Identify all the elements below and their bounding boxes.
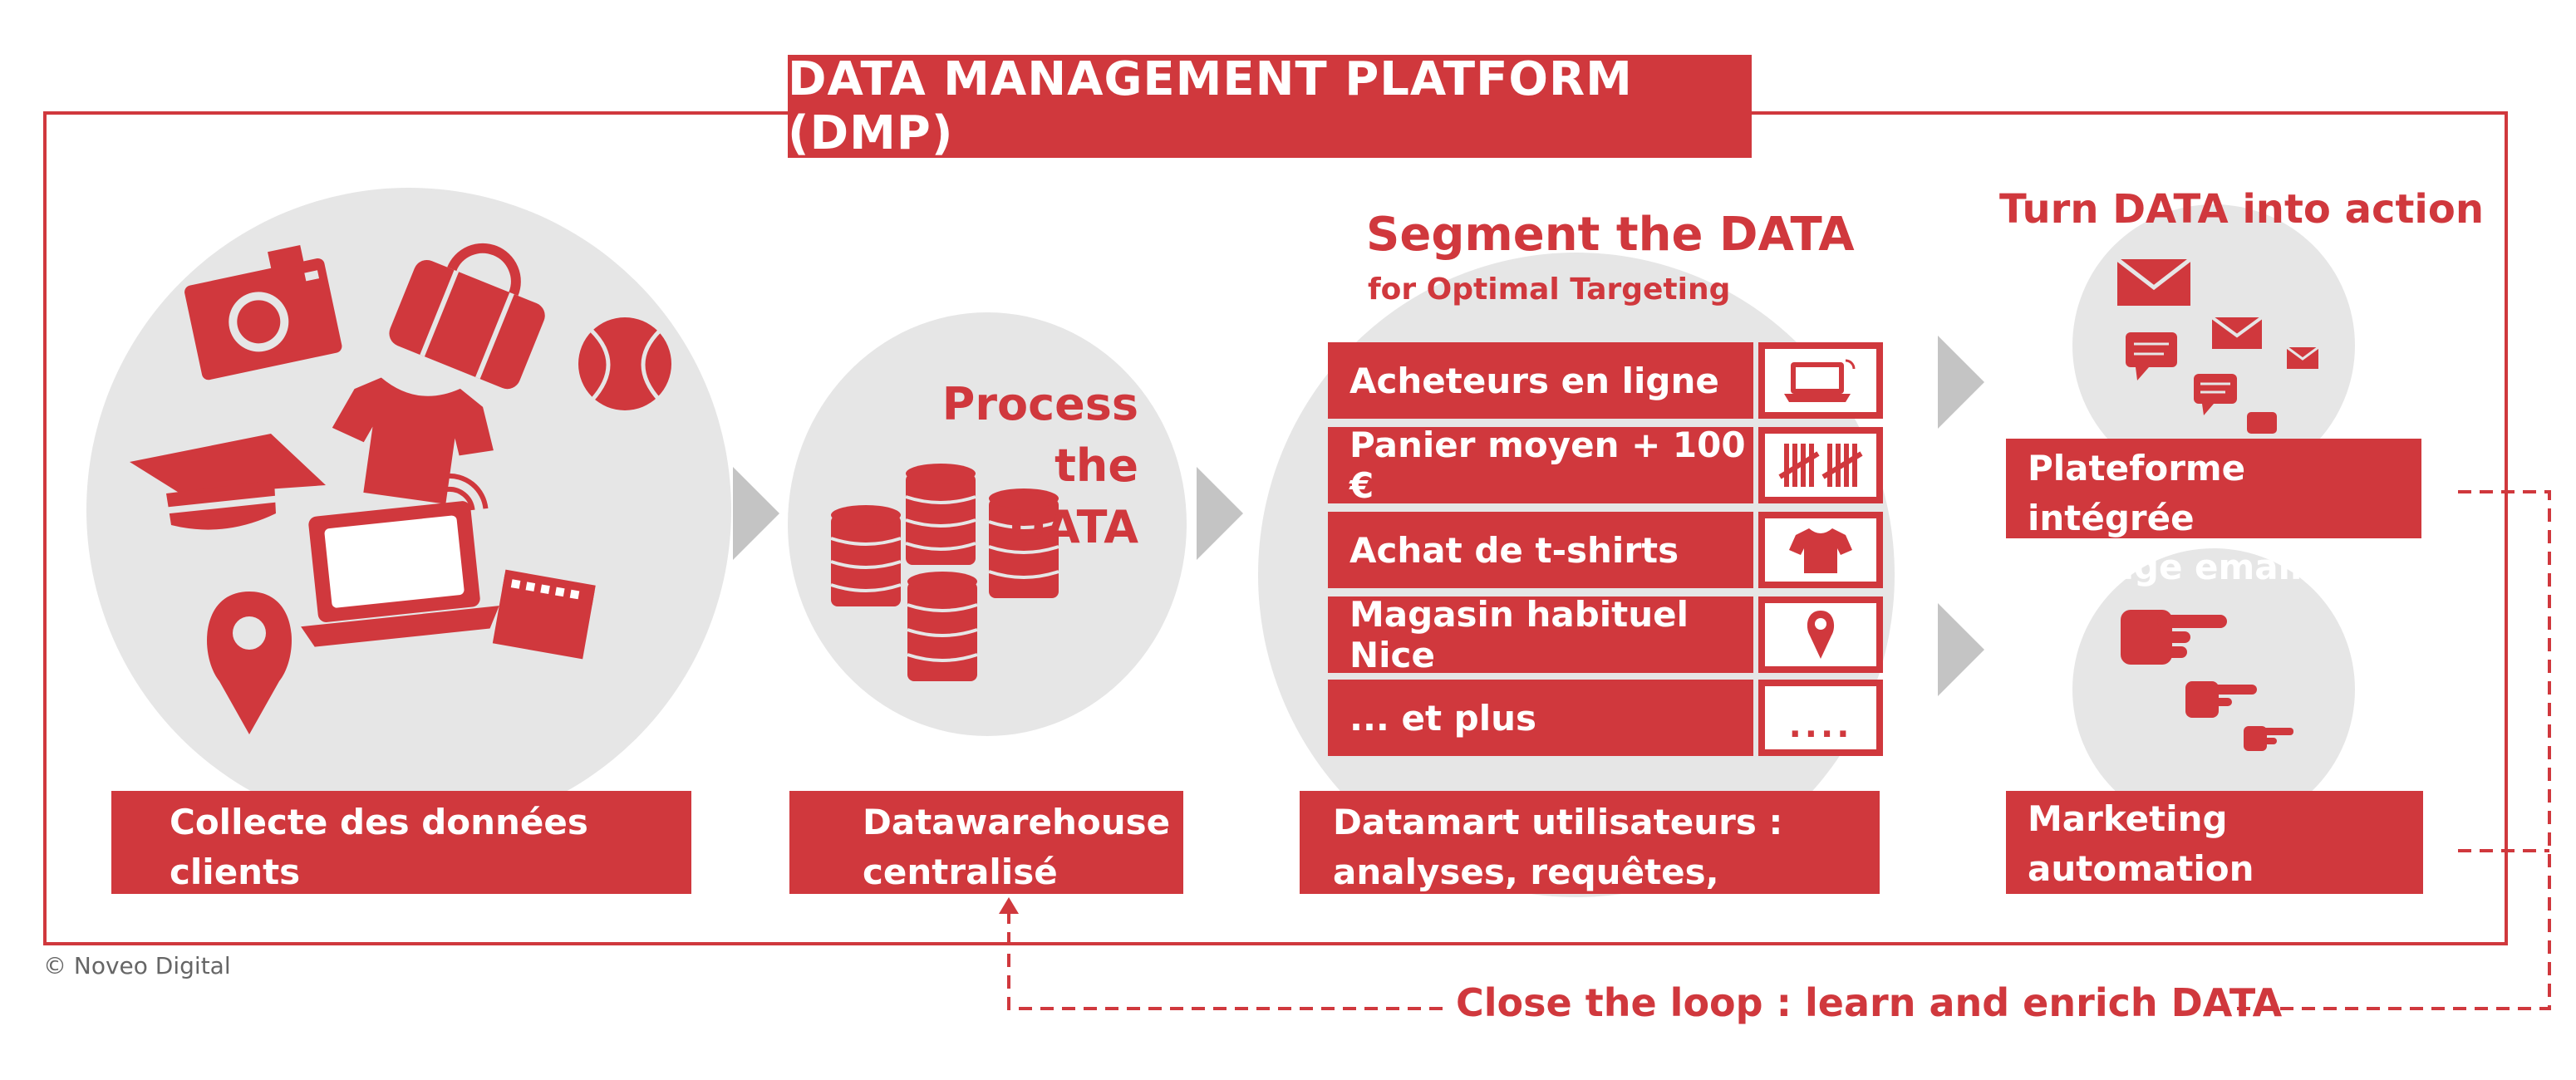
datamart-label: Datamart utilisateurs : analyses, requêt… (1300, 791, 1880, 941)
email-platform-label: Plateforme intégrée routage email sms (2006, 439, 2421, 587)
envelope-icon (2116, 258, 2319, 369)
collect-label-line1: Collecte des données clients (170, 802, 588, 892)
more-dots: .... (1788, 707, 1853, 745)
briefcase-icon (389, 243, 545, 390)
segment-icon-inner (1765, 603, 1876, 666)
arrow-right-icon (1938, 603, 1984, 696)
clapperboard-icon (492, 569, 596, 660)
laptop-icon (1784, 359, 1856, 402)
segment-icon-box (1758, 427, 1883, 503)
process-heading-line1: Process the (941, 378, 1138, 492)
process-heading: Process the DATA (864, 374, 1138, 558)
marketing-automation-line2: Triggers en flux (2028, 897, 2335, 939)
segment-row-basket: Panier moyen + 100 € (1328, 425, 1753, 506)
segment-icon-inner (1765, 349, 1876, 412)
arrow-right-icon (1938, 336, 1984, 429)
graduation-cap-icon (130, 434, 326, 530)
datawarehouse-label: Datawarehouse centralisé (789, 791, 1183, 894)
collect-label: Collecte des données clients depuis ERP,… (111, 791, 691, 941)
camera-icon (184, 244, 342, 380)
tshirt-icon (1789, 528, 1852, 573)
datamart-label-line1: Datamart utilisateurs : (1333, 802, 1783, 842)
process-heading-line2: DATA (1008, 501, 1138, 553)
segment-row-online-buyers: Acheteurs en ligne (1328, 342, 1753, 419)
segment-icon-inner (1765, 434, 1876, 497)
marketing-automation-label: Marketing automation Triggers en flux (2006, 791, 2423, 938)
database-icon (831, 464, 1059, 681)
action-heading: Turn DATA into action (1999, 186, 2484, 233)
datawarehouse-label-line2: centralisé (863, 851, 1058, 892)
tshirt-icon (332, 377, 494, 504)
datawarehouse-label-line1: Datawarehouse (863, 802, 1171, 842)
segment-row-tshirts: Achat de t-shirts (1328, 512, 1753, 588)
email-platform-line1: Plateforme intégrée (2028, 448, 2246, 538)
collect-label-line2: depuis ERP, site web, ... (170, 901, 640, 942)
pointing-hand-icon (2121, 610, 2293, 751)
marketing-automation-line1: Marketing automation (2028, 798, 2254, 889)
segment-icon-box (1758, 512, 1883, 588)
segment-row-more: ... et plus (1328, 680, 1753, 756)
diagram-title: DATA MANAGEMENT PLATFORM (DMP) (788, 52, 1752, 160)
laptop-wifi-icon (301, 473, 499, 647)
close-loop-label: Close the loop : learn and enrich DATA (1456, 980, 2283, 1025)
segment-icon-inner: .... (1765, 686, 1876, 749)
title-text: DATA MANAGEMENT PLATFORM (DMP) (788, 52, 1633, 160)
tennis-ball-icon (578, 317, 671, 410)
arrow-right-icon (733, 467, 779, 560)
location-pin-icon (1807, 611, 1835, 659)
database-lines (830, 495, 1059, 662)
arrow-up-icon (999, 897, 1019, 914)
segment-row-store: Magasin habituel Nice (1328, 594, 1753, 675)
segment-heading: Segment the DATA (1366, 208, 1855, 262)
chat-lines (2134, 342, 2230, 394)
chat-bubble-icon (2126, 332, 2277, 434)
email-platform-line2: routage email sms (2028, 547, 2392, 588)
segment-icon-inner (1765, 518, 1876, 582)
datamart-label-line2: analyses, requêtes, extractions (1333, 851, 1719, 942)
location-pin-icon (207, 592, 292, 734)
copyright: © Noveo Digital (43, 952, 231, 979)
segment-icon-box (1758, 596, 1883, 673)
tally-icon (1778, 444, 1863, 487)
segment-icon-box (1758, 342, 1883, 419)
segment-subheading: for Optimal Targeting (1368, 272, 1731, 307)
segment-icon-box: .... (1758, 680, 1883, 756)
arrow-right-icon (1197, 467, 1243, 560)
feedback-loop-connector (1007, 490, 2551, 1010)
